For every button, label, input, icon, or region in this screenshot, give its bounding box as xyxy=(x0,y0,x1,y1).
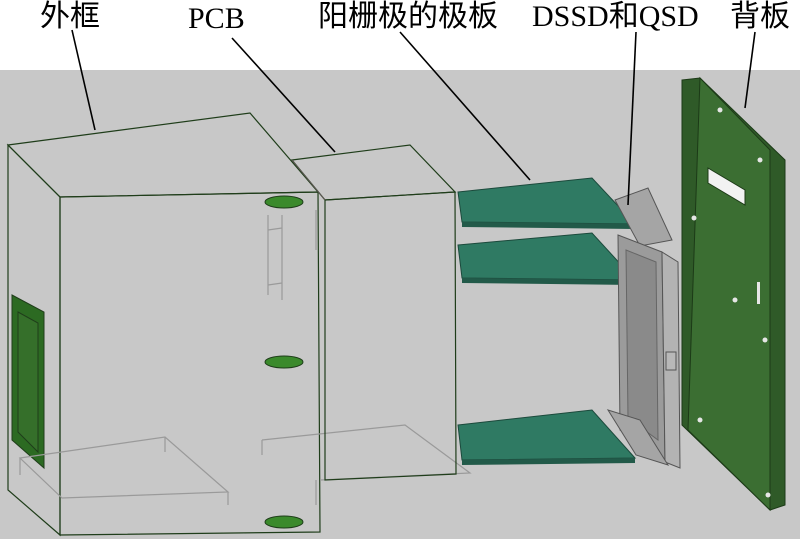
label-anode-grid-plates: 阳栅极的极板 xyxy=(318,0,498,33)
back-plate-hole-7 xyxy=(691,215,697,221)
back-plate-hole-2 xyxy=(757,157,763,163)
back-plate-hole-3 xyxy=(732,297,738,303)
leader-outer-frame xyxy=(71,29,96,131)
leader-pcb xyxy=(231,37,336,153)
leader-back-plate xyxy=(744,31,756,109)
frame-hole-middle xyxy=(264,355,304,369)
outer-frame-front xyxy=(59,191,321,536)
detector-connector xyxy=(665,351,677,371)
outer-frame xyxy=(6,112,472,537)
plate-bottom-edge xyxy=(462,458,635,465)
back-plate xyxy=(681,76,786,512)
leader-lines xyxy=(71,29,756,206)
frame-hole-bottom xyxy=(264,515,304,529)
frame-hidden-lines xyxy=(18,210,472,505)
pcb-edge xyxy=(291,159,326,201)
back-plate-hole-1 xyxy=(717,107,723,113)
dssd-qsd-detector xyxy=(606,187,681,469)
anode-grid-plates xyxy=(457,177,637,465)
plate-top-edge xyxy=(462,222,635,229)
leader-anode-plates xyxy=(399,31,531,181)
label-dssd-qsd: DSSD和QSD xyxy=(532,0,699,33)
label-pcb: PCB xyxy=(188,2,245,35)
back-plate-hole-5 xyxy=(697,417,703,423)
label-outer-frame: 外框 xyxy=(40,0,100,33)
detector-window xyxy=(625,249,659,441)
frame-hole-top xyxy=(264,195,304,209)
pcb-box xyxy=(290,144,457,481)
back-plate-hole-4 xyxy=(762,337,768,343)
back-plate-pin xyxy=(757,282,760,304)
pcb-front xyxy=(324,191,457,481)
labels: 外框 PCB 阳栅极的极板 DSSD和QSD 背板 xyxy=(40,0,790,35)
back-plate-face xyxy=(687,76,771,512)
back-plate-hole-6 xyxy=(765,492,771,498)
leader-dssd-qsd xyxy=(627,31,637,206)
label-back-plate: 背板 xyxy=(730,0,790,33)
outer-frame-side-window-inner xyxy=(17,311,39,454)
back-plate-slot xyxy=(707,167,746,206)
render-background xyxy=(0,70,800,539)
detector-bracket-top xyxy=(614,187,673,247)
plate-middle-edge xyxy=(462,278,635,285)
detector-bracket-bottom xyxy=(606,409,670,466)
